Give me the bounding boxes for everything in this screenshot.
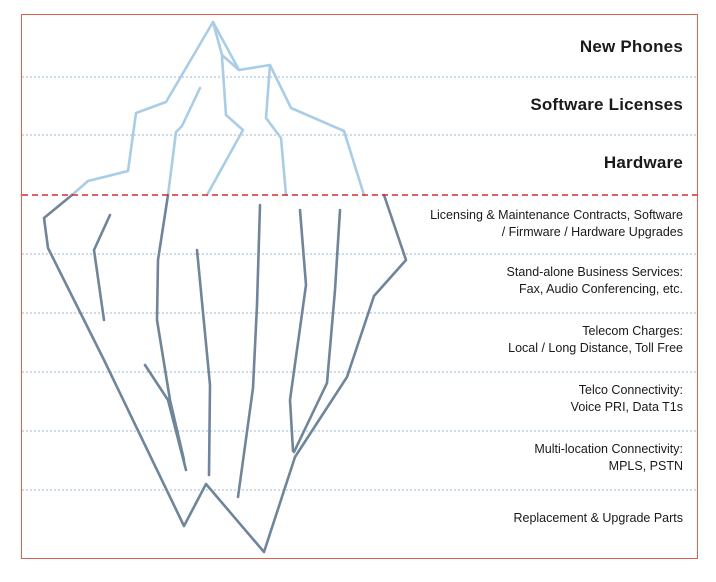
label-new-phones: New Phones [580,37,683,57]
label-hardware: Hardware [604,153,683,173]
label-line: Licensing & Maintenance Contracts, Softw… [430,207,683,224]
label-replacement-parts: Replacement & Upgrade Parts [513,510,683,527]
label-licensing-maintenance: Licensing & Maintenance Contracts, Softw… [430,207,683,241]
label-line: Replacement & Upgrade Parts [513,510,683,527]
label-standalone-services: Stand-alone Business Services: Fax, Audi… [507,264,683,298]
label-telco-connectivity: Telco Connectivity: Voice PRI, Data T1s [571,382,683,416]
label-line: Voice PRI, Data T1s [571,399,683,416]
label-line: Local / Long Distance, Toll Free [508,340,683,357]
label-line: / Firmware / Hardware Upgrades [430,224,683,241]
label-software-licenses: Software Licenses [530,95,683,115]
label-line: MPLS, PSTN [534,458,683,475]
label-line: Telecom Charges: [508,323,683,340]
label-telecom-charges: Telecom Charges: Local / Long Distance, … [508,323,683,357]
label-line: Multi-location Connectivity: [534,441,683,458]
iceberg-tip [72,22,364,195]
iceberg-body [44,195,406,552]
label-line: Telco Connectivity: [571,382,683,399]
label-multilocation-connectivity: Multi-location Connectivity: MPLS, PSTN [534,441,683,475]
label-line: Stand-alone Business Services: [507,264,683,281]
label-line: Fax, Audio Conferencing, etc. [507,281,683,298]
